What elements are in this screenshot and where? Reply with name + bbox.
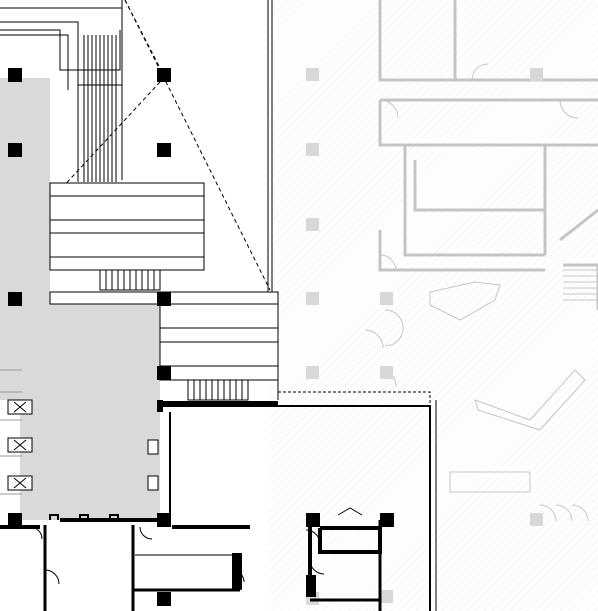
slab-bands-upper: [49, 182, 205, 271]
ghosted-hatch-area: [268, 0, 598, 611]
shaded-floor-zone: [0, 78, 160, 520]
door-swing: [309, 559, 325, 575]
column: [157, 513, 171, 527]
window-frame: [147, 439, 159, 455]
ghost-reception: [449, 471, 531, 493]
entry-outer-boundary: [0, 8, 123, 182]
window-frames: [0, 369, 159, 495]
entry-offset: [0, 34, 69, 90]
ghost-wall-upper-right: [453, 60, 598, 82]
ghost-rooms: [403, 145, 547, 257]
door-swing: [305, 529, 321, 545]
door-swing: [29, 526, 43, 540]
window-frame: [147, 475, 159, 491]
diagonal-dashed-line-2: [124, 0, 161, 69]
column: [306, 575, 316, 597]
ghost-column: [530, 513, 543, 526]
column: [232, 553, 242, 589]
ghost-column: [380, 366, 393, 379]
column: [157, 143, 171, 157]
ghosted-adjacent-plan: [268, 0, 598, 611]
ghost-stair-steps: [563, 269, 598, 301]
shaded-floor-area: [0, 78, 160, 520]
ghost-door-pair-1: [384, 309, 404, 347]
columns: [8, 68, 394, 606]
door-swing: [337, 507, 363, 516]
ghost-column: [530, 68, 543, 81]
column: [157, 292, 171, 306]
ghost-wall-corridor: [378, 98, 598, 147]
stair-lower: [187, 379, 249, 401]
column: [8, 68, 22, 82]
ghost-door-swing-3: [559, 99, 579, 119]
entry-canopy-inner: [0, 29, 121, 71]
ghost-wall-upper-left: [378, 0, 457, 82]
ghost-column: [306, 143, 319, 156]
ghost-door-arc-5: [539, 504, 589, 522]
column: [8, 292, 22, 306]
column: [306, 513, 320, 527]
column: [380, 513, 394, 527]
entry-frame: [0, 0, 271, 291]
ghost-column: [306, 68, 319, 81]
diagonal-dashed-line-3: [59, 81, 161, 191]
ghost-stair: [559, 208, 598, 310]
stair-upper: [99, 269, 161, 291]
wall-lower-room: [43, 525, 242, 611]
column: [157, 592, 171, 606]
ghost-counter-1: [429, 281, 501, 321]
ghost-counter-2: [474, 369, 586, 431]
ghost-door-swing-4: [379, 254, 397, 272]
door-swing: [44, 569, 60, 585]
ghost-door-swing-2: [471, 63, 489, 81]
ghost-column: [306, 292, 319, 305]
ghost-column: [306, 366, 319, 379]
wall-room-right-2: [310, 520, 382, 611]
ghost-column: [380, 590, 393, 603]
ribbed-element: [78, 35, 122, 182]
column: [8, 513, 22, 527]
column: [157, 366, 171, 380]
ghost-door-pair-2: [364, 329, 384, 349]
wall-lower-right: [278, 405, 431, 611]
ghost-column: [380, 292, 393, 305]
column: [8, 143, 22, 157]
ghost-lower-wall: [378, 230, 545, 272]
ghost-column: [306, 218, 319, 231]
diagonal-dashed-line: [124, 0, 271, 291]
ghost-door-swing-1: [379, 99, 399, 119]
wall-notch: [49, 514, 119, 520]
column: [157, 68, 171, 82]
door-swing: [139, 526, 153, 540]
